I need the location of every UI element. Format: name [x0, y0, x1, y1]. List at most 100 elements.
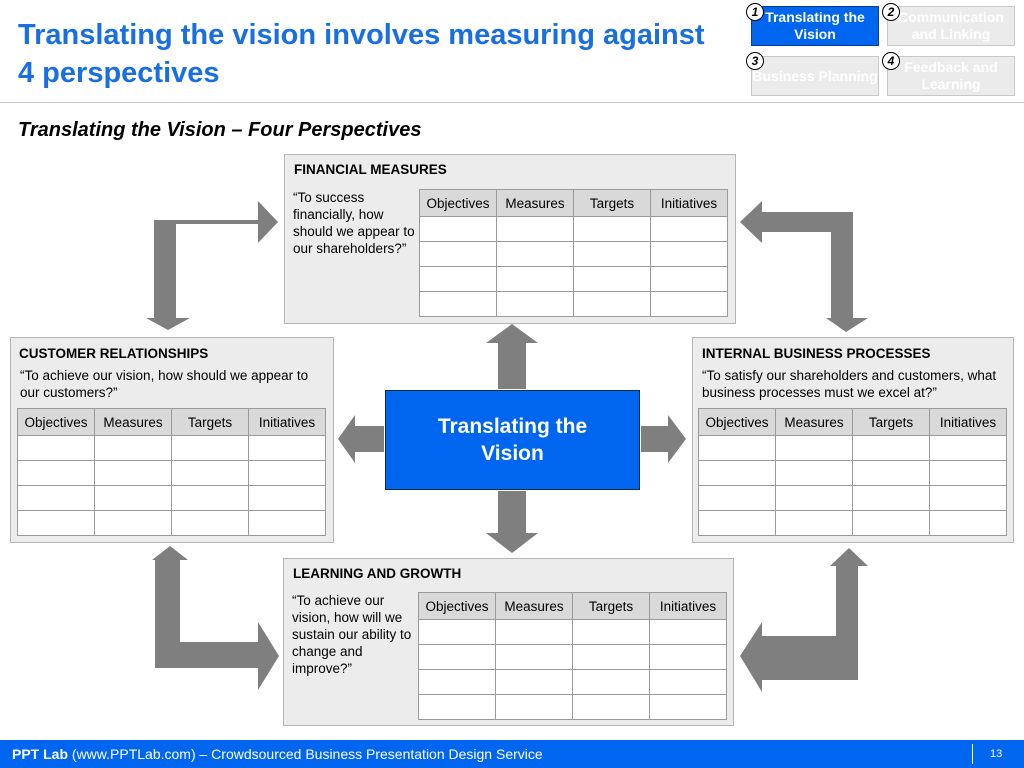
nav-step-1[interactable]: Translating the Vision [751, 6, 879, 46]
slide-title: Translating the vision involves measurin… [18, 19, 705, 89]
footer-bar: PPT Lab (www.PPTLab.com) – Crowdsourced … [0, 740, 1024, 768]
table-cell[interactable] [418, 669, 496, 695]
elbow-arrow-bottom-right [740, 548, 868, 692]
table-cell[interactable] [573, 216, 651, 242]
table-cell[interactable] [418, 694, 496, 720]
table-cell[interactable] [94, 435, 172, 461]
table-cell[interactable] [419, 241, 497, 267]
table-cell[interactable] [248, 510, 326, 536]
table-cell[interactable] [573, 241, 651, 267]
table-cell[interactable] [418, 619, 496, 645]
nav-step-4-label: Feedback and Learning [904, 59, 998, 92]
table-cell[interactable] [698, 435, 776, 461]
table-cell[interactable] [775, 485, 853, 511]
header-divider [0, 102, 1024, 103]
header-objectives: Objectives [17, 408, 95, 436]
header-measures: Measures [495, 592, 573, 620]
nav-step-3-number: 3 [746, 52, 764, 70]
slide-subtitle: Translating the Vision – Four Perspectiv… [18, 119, 422, 141]
table-cell[interactable] [419, 266, 497, 292]
table-cell[interactable] [248, 460, 326, 486]
table-cell[interactable] [419, 216, 497, 242]
header-targets: Targets [573, 189, 651, 217]
internal-title: INTERNAL BUSINESS PROCESSES [702, 346, 931, 361]
table-cell[interactable] [572, 669, 650, 695]
table-cell[interactable] [650, 266, 728, 292]
table-cell[interactable] [929, 435, 1007, 461]
table-cell[interactable] [852, 435, 930, 461]
table-row [698, 435, 1007, 461]
table-cell[interactable] [698, 460, 776, 486]
table-cell[interactable] [495, 669, 573, 695]
table-cell[interactable] [248, 435, 326, 461]
table-cell[interactable] [496, 291, 574, 317]
table-cell[interactable] [94, 460, 172, 486]
table-cell[interactable] [94, 485, 172, 511]
table-row [17, 460, 326, 486]
table-cell[interactable] [650, 291, 728, 317]
table-cell[interactable] [572, 694, 650, 720]
table-cell[interactable] [650, 216, 728, 242]
elbow-arrow-bottom-left [152, 546, 279, 690]
table-cell[interactable] [419, 291, 497, 317]
nav-step-4-number: 4 [882, 52, 900, 70]
nav-step-4[interactable]: Feedback and Learning [887, 56, 1015, 96]
financial-question: “To success financially, how should we a… [293, 190, 415, 256]
table-cell[interactable] [573, 266, 651, 292]
table-cell[interactable] [698, 510, 776, 536]
table-cell[interactable] [418, 644, 496, 670]
table-cell[interactable] [171, 435, 249, 461]
table-cell[interactable] [94, 510, 172, 536]
elbow-arrow-top-right [740, 201, 868, 332]
table-cell[interactable] [698, 485, 776, 511]
table-row [698, 485, 1007, 511]
table-row [419, 291, 728, 317]
table-cell[interactable] [572, 619, 650, 645]
table-cell[interactable] [650, 241, 728, 267]
table-cell[interactable] [929, 510, 1007, 536]
table-cell[interactable] [852, 485, 930, 511]
center-vision-label: Translating the Vision [437, 415, 588, 465]
table-cell[interactable] [929, 485, 1007, 511]
table-cell[interactable] [495, 619, 573, 645]
table-cell[interactable] [171, 485, 249, 511]
header-initiatives: Initiatives [248, 408, 326, 436]
table-cell[interactable] [573, 291, 651, 317]
table-cell[interactable] [171, 460, 249, 486]
table-row [418, 619, 727, 645]
table-row [418, 644, 727, 670]
table-cell[interactable] [775, 510, 853, 536]
table-cell[interactable] [495, 644, 573, 670]
table-cell[interactable] [496, 241, 574, 267]
table-cell[interactable] [496, 266, 574, 292]
learning-title: LEARNING AND GROWTH [293, 566, 462, 581]
nav-step-1-number: 1 [746, 3, 764, 21]
nav-step-2[interactable]: Communication and Linking [887, 6, 1015, 46]
table-cell[interactable] [495, 694, 573, 720]
table-cell[interactable] [852, 510, 930, 536]
table-cell[interactable] [572, 644, 650, 670]
table-cell[interactable] [775, 435, 853, 461]
table-cell[interactable] [171, 510, 249, 536]
table-cell[interactable] [649, 694, 727, 720]
table-cell[interactable] [649, 644, 727, 670]
table-cell[interactable] [496, 216, 574, 242]
table-cell[interactable] [775, 460, 853, 486]
table-cell[interactable] [17, 485, 95, 511]
table-cell[interactable] [649, 619, 727, 645]
nav-step-2-label: Communication and Linking [898, 9, 1004, 42]
table-cell[interactable] [852, 460, 930, 486]
header-objectives: Objectives [418, 592, 496, 620]
center-arrow-down [486, 491, 538, 553]
table-cell[interactable] [17, 435, 95, 461]
nav-step-3[interactable]: Business Planning [751, 56, 879, 96]
table-cell[interactable] [248, 485, 326, 511]
learning-question: “To achieve our vision, how will we sust… [292, 593, 412, 676]
table-cell[interactable] [17, 510, 95, 536]
center-arrow-right [641, 415, 686, 463]
header-targets: Targets [171, 408, 249, 436]
table-cell[interactable] [649, 669, 727, 695]
table-cell[interactable] [17, 460, 95, 486]
table-cell[interactable] [929, 460, 1007, 486]
